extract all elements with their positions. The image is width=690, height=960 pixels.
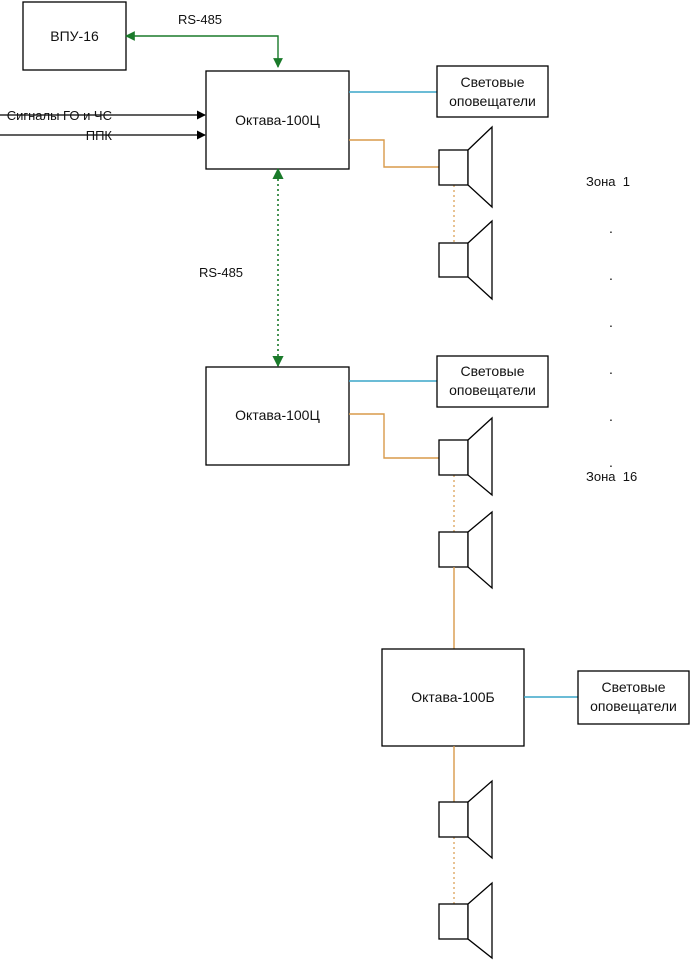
oktava-100c-2-label: Октава-100Ц [235, 407, 320, 423]
light-alert-3-line-2: оповещатели [590, 698, 677, 714]
speaker-icon [438, 219, 493, 301]
vpu-16-label: ВПУ-16 [50, 28, 99, 44]
zone-ellipsis-dot: · [609, 270, 614, 286]
zone-last-label: Зона 16 [586, 469, 637, 484]
zone-ellipsis-dot: · [609, 411, 614, 427]
zone-ellipsis-dot: · [609, 223, 614, 239]
ppk-signal-label: ППК [86, 128, 113, 143]
light-alert-2-line-2: оповещатели [449, 382, 536, 398]
oktava-100b-box [381, 648, 525, 747]
oktava-100c-1-label: Октава-100Ц [235, 112, 320, 128]
go-chs-signal-label: Сигналы ГО и ЧС [7, 108, 112, 123]
light-alert-3-box [577, 670, 690, 725]
speaker-icon [438, 125, 493, 209]
vpu-16-box [22, 1, 127, 71]
rs485-top-label: RS-485 [178, 12, 222, 27]
light-alert-1-box [436, 65, 549, 118]
oktava-100b-label: Октава-100Б [411, 689, 495, 705]
light-alert-2-box [436, 355, 549, 408]
rs485-mid-label: RS-485 [199, 265, 243, 280]
speaker-icon [438, 416, 493, 497]
speaker-icon [438, 779, 493, 860]
zone-ellipsis-dot: · [609, 364, 614, 380]
light-alert-3-line-1: Световые [601, 679, 665, 695]
oktava-100c-2-box [205, 366, 350, 466]
light-alert-1-line-2: оповещатели [449, 93, 536, 109]
speaker-icon [438, 510, 493, 590]
speaker-link-2 [349, 413, 439, 459]
oktava-100c-1-box [205, 70, 350, 170]
zone-ellipsis-dot: · [609, 317, 614, 333]
speaker-link-1 [349, 139, 439, 168]
speaker-icon [438, 881, 493, 960]
zone-first-label: Зона 1 [586, 174, 630, 189]
light-alert-1-line-1: Световые [460, 74, 524, 90]
rs485-top-link [125, 31, 283, 68]
light-alert-2-line-1: Световые [460, 363, 524, 379]
zone-ellipsis-dot: · [609, 457, 614, 473]
